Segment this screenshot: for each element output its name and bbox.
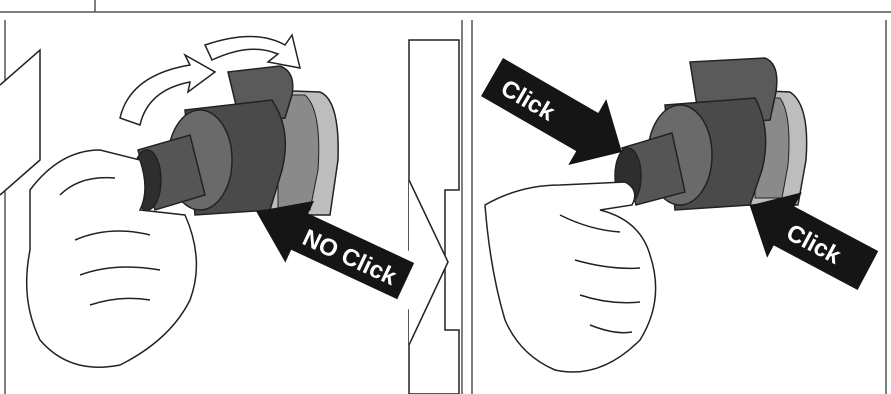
- left-edge-arrow-icon: [0, 50, 40, 195]
- right-hand-icon: [485, 182, 656, 372]
- right-connector-part-icon: [615, 58, 807, 210]
